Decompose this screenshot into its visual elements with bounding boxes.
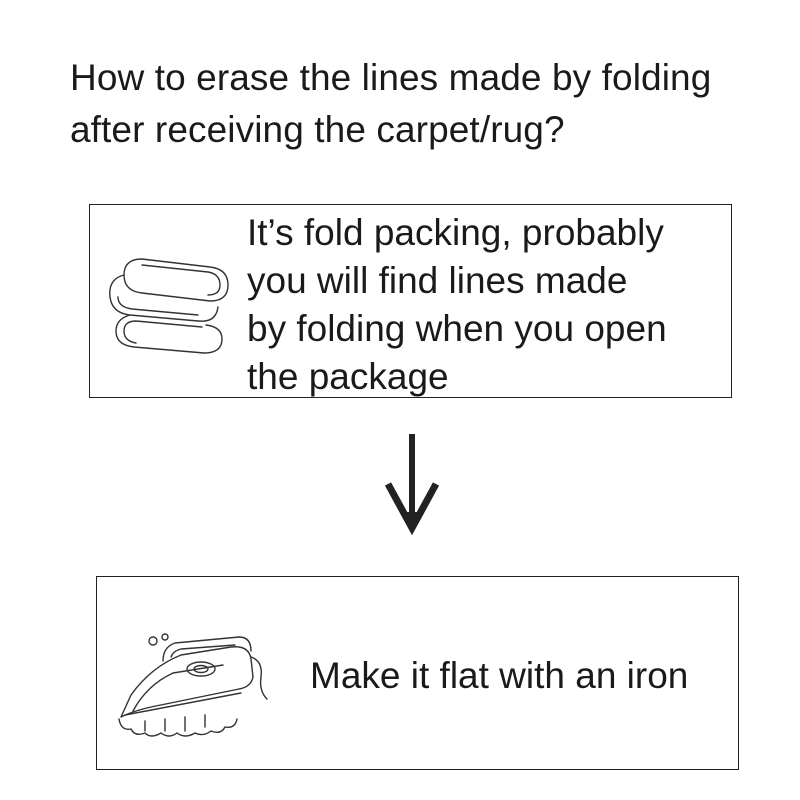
folded-rug-icon xyxy=(109,258,229,354)
step-1-line-1: It’s fold packing, probably xyxy=(247,212,664,253)
title-line-2: after receiving the carpet/rug? xyxy=(70,109,565,150)
page-title: How to erase the lines made by folding a… xyxy=(70,52,790,156)
step-1-line-4: the package xyxy=(247,356,449,397)
down-arrow-icon xyxy=(384,434,440,536)
step-1-box: It’s fold packing, probably you will fin… xyxy=(89,204,732,398)
step-1-line-2: you will find lines made xyxy=(247,260,628,301)
step-1-text: It’s fold packing, probably you will fin… xyxy=(247,209,727,401)
title-line-1: How to erase the lines made by folding xyxy=(70,57,712,98)
step-2-box: Make it flat with an iron xyxy=(96,576,739,770)
step-1-line-3: by folding when you open xyxy=(247,308,667,349)
steam-iron-icon xyxy=(118,633,268,737)
step-2-text: Make it flat with an iron xyxy=(310,655,689,696)
